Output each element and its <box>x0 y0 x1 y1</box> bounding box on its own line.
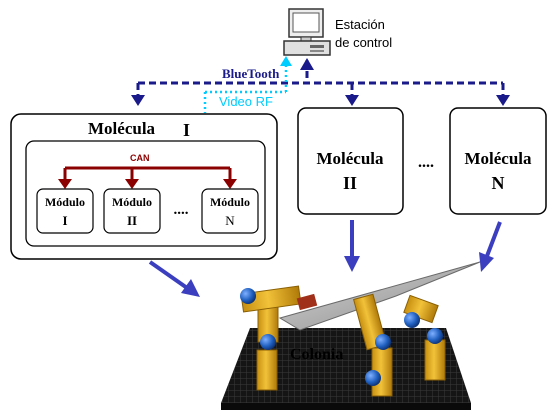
platform <box>221 328 471 403</box>
plate <box>278 261 481 331</box>
station-label-line1: Estación <box>335 17 385 32</box>
molecule-n-index: N <box>492 173 505 193</box>
module-n-index: N <box>225 213 235 228</box>
can-bus-label: CAN <box>130 153 150 163</box>
molecule-n-box <box>449 107 547 215</box>
molecule-2-box <box>297 107 404 215</box>
station-label-line2: de control <box>335 35 392 50</box>
module-1-title: Módulo <box>45 195 85 209</box>
colony-robot-illustration <box>221 261 481 410</box>
arrow-down-molecule-1 <box>131 95 145 106</box>
can-bus-arrowheads <box>58 179 237 189</box>
module-n-box <box>201 188 259 234</box>
modules-ellipsis: .... <box>174 202 189 218</box>
module-2-index: II <box>127 213 137 228</box>
arrow-down-molecule-n <box>496 95 510 106</box>
molecule-n-title: Molécula <box>464 149 532 168</box>
module-2-box <box>103 188 161 234</box>
molecule-1-index: I <box>183 120 190 140</box>
flow-arrow-molecule-n <box>479 252 494 272</box>
bluetooth-label: BlueTooth <box>222 66 280 81</box>
bluetooth-link <box>136 60 505 96</box>
module-2-title: Módulo <box>112 195 152 209</box>
video-rf-label: Video RF <box>219 94 273 109</box>
video-arrow-up <box>280 56 292 66</box>
module-1-box <box>36 188 94 234</box>
flow-arrow-molecule-2 <box>344 256 360 272</box>
molecule-1-title: Molécula <box>88 119 156 138</box>
flow-arrow-molecule-1 <box>181 279 200 297</box>
computer-icon <box>283 8 331 56</box>
module-1-index: I <box>62 213 67 228</box>
bluetooth-arrowheads <box>131 58 510 106</box>
molecule-2-title: Molécula <box>316 149 384 168</box>
flow-arrows <box>148 220 502 297</box>
can-bus <box>63 166 232 180</box>
arrow-down-molecule-2 <box>345 95 359 106</box>
colony-label: Colonia <box>290 346 343 363</box>
molecule-2-index: II <box>343 173 357 193</box>
arrow-up-to-station <box>300 58 314 70</box>
molecules-ellipsis: .... <box>418 154 434 171</box>
module-n-title: Módulo <box>210 195 250 209</box>
